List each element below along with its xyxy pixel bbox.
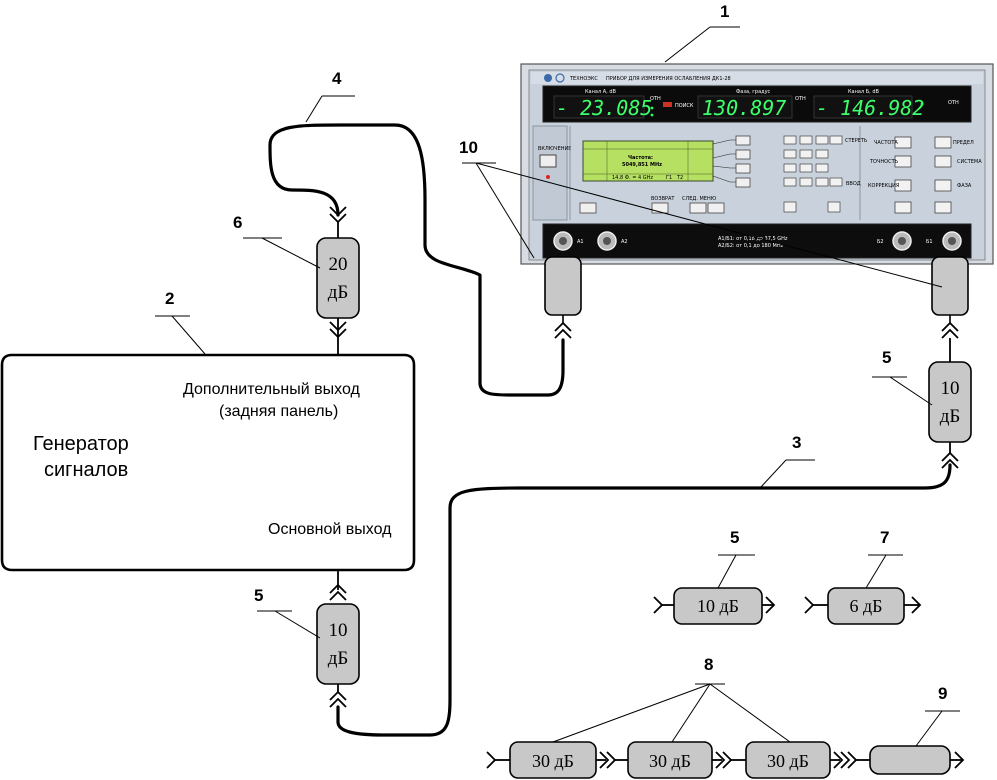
callout-4: 4 [332, 69, 342, 88]
soft-keys[interactable] [579, 135, 751, 214]
callout-9: 9 [938, 684, 947, 703]
callout-10: 10 [459, 138, 478, 157]
attenuator-10db-right: 10 дБ [928, 361, 972, 443]
phase-button-label: ФАЗА [957, 183, 972, 189]
channel-b-label: Канал Б, dB [848, 89, 880, 95]
phase-value: 130.897 [702, 96, 786, 120]
power-label: ВКЛЮЧЕНИЕ [538, 146, 571, 152]
callout-3: 3 [792, 433, 801, 452]
channel-a-label: Канал А, dB [585, 89, 617, 95]
port-b1[interactable] [942, 231, 962, 251]
brand-label: ТЕХНОЭКС [569, 76, 598, 82]
callout-5-spare: 5 [730, 528, 739, 547]
attenuator-10db-spare: 10 дБ [653, 587, 776, 625]
function-buttons[interactable] [894, 136, 952, 214]
freq-button-label: ЧАСТОТА [874, 140, 898, 146]
cable-3 [336, 463, 952, 737]
port-a2[interactable] [597, 231, 617, 251]
att-20-value: 20 [329, 254, 348, 275]
callout-8: 8 [704, 655, 713, 674]
lcd-screen [582, 140, 714, 182]
numeric-keypad[interactable] [783, 135, 843, 213]
search-label: ПОИСК [675, 103, 694, 109]
generator-title-1: Генератор [33, 433, 129, 455]
cable-4 [268, 123, 565, 397]
signal-generator: Генератор сигналов Дополнительный выход … [0, 353, 416, 572]
otn-phase-label: ОТН [795, 96, 806, 102]
channel-a-value: - 23.085 [556, 96, 652, 120]
callout-6: 6 [233, 213, 242, 232]
model-title: ПРИБОР ДЛЯ ИЗМЕРЕНИЯ ОСЛАБЛЕНИЯ ДК1-28 [606, 76, 731, 82]
clear-button-label: СТЕРЕТЬ [845, 138, 868, 144]
aux-output-label-2: (задняя панель) [219, 403, 338, 420]
adapter-b1 [931, 256, 969, 339]
callout-2: 2 [165, 289, 174, 308]
main-output-label: Основной выход [268, 521, 392, 538]
limits-button-label: ПРЕДЕЛ [953, 140, 974, 146]
port-a1-label: A1 [577, 239, 584, 245]
callout-1: 1 [720, 2, 729, 21]
att-10-spare-label: 10 дБ [697, 596, 739, 616]
att-10-right-value: 10 [941, 378, 960, 399]
enter-button-label: ВВОД [846, 181, 861, 187]
next-menu-button-label: СЛЕД. МЕНЮ [682, 196, 717, 202]
callout-5-right: 5 [882, 348, 891, 367]
att-10-left-unit: дБ [328, 648, 349, 669]
accuracy-button-label: ТОЧНОСТЬ [869, 159, 899, 165]
power-button[interactable] [539, 154, 557, 168]
att-10-left-value: 10 [329, 620, 348, 641]
port-b2[interactable] [892, 231, 912, 251]
port-b2-label: Б2 [877, 239, 884, 245]
att-30-1-label: 30 дБ [532, 751, 574, 771]
lcd-frequency-value: 5049,851 MHz [622, 162, 662, 168]
lcd-range: 14,8 Ф. = 4 GHz [612, 175, 653, 181]
system-button-label: СИСТЕМА [957, 159, 982, 165]
generator-title-2: сигналов [44, 459, 128, 481]
att-20-unit: дБ [328, 282, 349, 303]
lcd-t1: Г1 [666, 175, 672, 181]
callout-5-left: 5 [254, 586, 263, 605]
port-a2-label: A2 [621, 239, 628, 245]
callout-7: 7 [880, 528, 889, 547]
attenuator-20db: 20 дБ [316, 237, 360, 319]
otn-a-label: ОТН [650, 96, 661, 102]
adapter-a1 [544, 256, 582, 339]
port-a1[interactable] [553, 231, 573, 251]
range-line-1: А1/Б1: от 0,18 до 37,5 GHz [718, 236, 788, 242]
lcd-t2: Т2 [676, 175, 683, 181]
phase-label: Фаза, градус [736, 89, 771, 95]
channel-b-value: - 146.982 [816, 96, 924, 120]
correction-button-label: КОРРЕКЦИЯ [868, 183, 899, 189]
logo-ring-icon [555, 73, 565, 83]
att-30-2-label: 30 дБ [649, 751, 691, 771]
range-line-2: А2/Б2: от 0,1 до 180 MHz [718, 243, 784, 249]
attenuator-30db-chain: 30 дБ 30 дБ 30 дБ [486, 741, 870, 779]
attenuator-10db-left: 10 дБ [316, 603, 360, 685]
aux-output-label-1: Дополнительный выход [183, 381, 361, 398]
matched-load [869, 745, 965, 775]
port-b1-label: Б1 [926, 239, 933, 245]
att-6-label: 6 дБ [850, 596, 883, 616]
attenuator-6db: 6 дБ [804, 587, 922, 625]
att-10-right-unit: дБ [940, 406, 961, 427]
logo-icon [544, 74, 552, 82]
power-led-icon [546, 175, 550, 179]
return-button-label: ВОЗВРАТ [651, 196, 675, 202]
lcd-frequency-label: Частота: [628, 155, 653, 161]
otn-b-label: ОТН [948, 100, 959, 106]
att-30-3-label: 30 дБ [767, 751, 809, 771]
attenuation-meter: ТЕХНОЭКС ПРИБОР ДЛЯ ИЗМЕРЕНИЯ ОСЛАБЛЕНИЯ… [520, 63, 994, 265]
